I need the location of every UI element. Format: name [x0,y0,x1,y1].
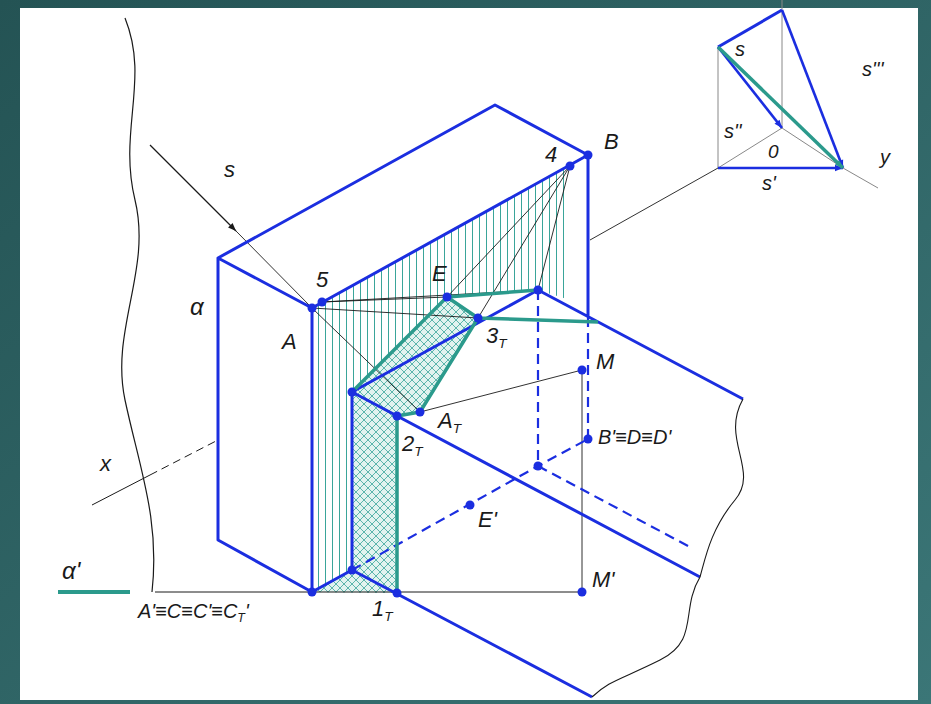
point-dot [393,412,402,421]
point-dot [416,408,425,417]
vector-label: s [224,158,235,182]
point-label: A'≡C≡C'≡CT' [138,600,249,622]
point-label: 3T [486,324,507,348]
label-subscript: T [453,421,461,436]
plane-label: α [190,294,204,320]
point-label: 5 [316,268,328,292]
origin-label: 0 [768,142,779,163]
vector-label: s''' [862,58,883,80]
ground-line [155,592,582,593]
axis-line-hidden [150,440,218,475]
label-main: 1 [372,596,384,621]
plane-trace [58,590,130,594]
label-main: 3 [486,323,498,348]
point-label: A [282,330,297,354]
label-subscript: T [237,611,245,625]
point-dot [584,151,593,160]
beam-shadow-hatch [352,297,478,593]
trace-label: α' [62,558,80,584]
label-main: ' [245,600,249,622]
point-label: M' [592,568,615,592]
break-line [592,399,744,697]
axis-line [92,475,150,505]
point-dot [308,588,317,597]
point-label: AT [438,409,461,433]
point-label: M [596,350,614,374]
label-main: 2 [402,431,414,456]
point-dot [443,293,452,302]
projection-vector [782,10,843,168]
point-label: 2T [402,432,423,456]
point-label: B [604,130,619,154]
point-dot [466,501,475,510]
label-main: A'≡C≡C'≡C [138,600,237,622]
point-dot [348,566,357,575]
point-dot [474,314,483,323]
point-dot [584,435,593,444]
axis-label: y [880,146,890,168]
vector-label: s'' [724,120,742,142]
drawing-panel [20,8,918,700]
label-subscript: T [414,444,422,459]
construction-lines [236,166,718,592]
point-label: 1T [372,597,393,621]
point-label: E' [478,508,497,532]
point-dots [308,151,593,598]
hidden-edges [352,290,690,570]
inset-edge [718,10,782,47]
beam-shadow-fill [352,297,478,593]
plane-boundary [122,18,154,592]
label-subscript: T [384,609,392,624]
projection-vector [718,47,782,128]
light-vector [718,47,843,168]
point-dot [534,462,543,471]
point-dot [578,588,587,597]
inset-axes [718,0,878,188]
shadow-contour [352,290,598,593]
point-dot [534,286,543,295]
point-label: B'≡D≡D' [598,426,671,448]
label-main: A [438,408,453,433]
object-edges [218,105,743,697]
point-dot [308,304,317,313]
vector-label: s [735,38,745,60]
point-dot [348,388,357,397]
point-dot [318,298,327,307]
vector-label: s' [762,172,776,194]
point-label: E [432,262,447,286]
point-dot [393,589,402,598]
axis-label: x [100,452,111,476]
projection-vector [718,167,843,170]
light-ray-arrow [150,145,236,231]
label-subscript: T [498,336,506,351]
point-label: 4 [545,143,557,167]
point-dot [578,366,587,375]
point-dot [566,162,575,171]
